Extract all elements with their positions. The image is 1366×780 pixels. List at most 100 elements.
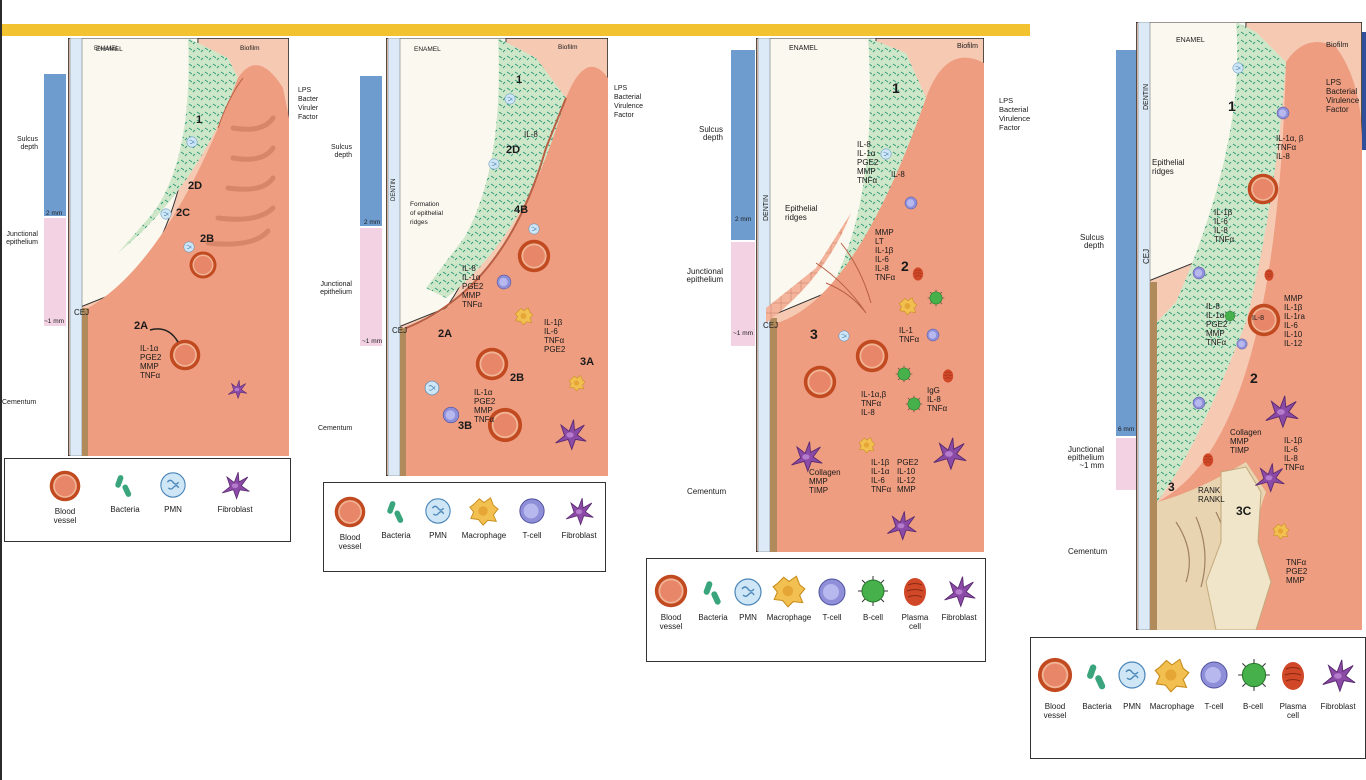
legend-macrophage: Macrophage	[458, 495, 510, 540]
mark-1: 1	[196, 114, 203, 126]
panel3-drawing	[756, 38, 984, 552]
cytokine-group-h: PGE2 IL-10 IL-12 MMP	[897, 458, 919, 494]
junctional-label: Junctional epithelium	[6, 231, 38, 246]
legend-plasma-cell: Plasma cell	[1275, 658, 1311, 720]
ruler-junctional	[360, 228, 382, 346]
panel-gingivitis: 2 mm ~1 mm Sulcus depth Junctional epith…	[310, 36, 643, 576]
biofilm-label: Biofilm	[957, 43, 979, 50]
legend-macrophage: Macrophage	[763, 573, 815, 622]
mm-1: ~1 mm	[44, 318, 65, 325]
mark-3: 3	[810, 326, 818, 342]
cementum-label: Cementum	[1068, 547, 1108, 556]
panel1-drawing: ENAMEL	[68, 38, 289, 456]
legend-bacteria: Bacteria	[376, 499, 416, 540]
cytokine-group-e: Collagen MMP TIMP	[1230, 428, 1262, 455]
mark-2a: 2A	[134, 320, 149, 332]
cej-label: CEJ	[763, 321, 779, 330]
panel1-cytokines: IL-1α PGE2 MMP TNFα	[140, 344, 162, 380]
legend-panel3: Blood vessel Bacteria PMN Macrophage T-c…	[646, 558, 986, 662]
mark-2b: 2B	[200, 233, 215, 245]
legend-blood-vessel: Blood vessel	[1035, 656, 1075, 720]
mark-2a: 2A	[438, 328, 453, 340]
sulcus-depth-label: Sulcus depth	[330, 144, 352, 159]
legend-tcell: T-cell	[514, 497, 550, 540]
cytokine-group-h: TNFα PGE2 MMP	[1286, 558, 1308, 585]
right-edge-accent	[1360, 32, 1366, 150]
mark-3: 3	[1168, 480, 1175, 494]
biofilm-label: Biofilm	[1326, 40, 1349, 49]
cementum-label: Cementum	[2, 399, 37, 406]
cej-label: CEJ	[1142, 248, 1151, 264]
biofilm-label: Biofilm	[240, 45, 260, 52]
lps-label: LPS Bacterial Virulence Factor	[1326, 78, 1360, 114]
legend-blood-vessel: Blood vessel	[330, 495, 370, 551]
legend-fibroblast: Fibroblast	[937, 573, 981, 622]
legend-tcell: T-cell	[1197, 660, 1231, 711]
mm-6: 6 mm	[1118, 426, 1135, 433]
cytokine-group-c: IL-1α PGE2 MMP TNFα	[474, 388, 496, 424]
cytokine-group-b: MMP LT IL-1β IL-6 IL-8 TNFα	[875, 228, 896, 282]
junctional-label: Junctional epithelium	[686, 267, 723, 284]
junctional-label: Junctional epithelium	[320, 281, 352, 296]
ruler-sulcus	[731, 50, 755, 240]
cej-label: CEJ	[392, 326, 408, 335]
mark-3c: 3C	[1236, 504, 1252, 518]
mark-1: 1	[892, 80, 900, 96]
legend-fibroblast: Fibroblast	[556, 495, 602, 540]
dentin-label: DENTIN	[763, 194, 770, 221]
epithelial-ridges-label: Epithelial ridges	[1152, 158, 1185, 176]
cytokine-group-b: IL-1β IL-6 TNFα PGE2	[544, 318, 566, 354]
cytokine-group-a: IL-8 IL-1α PGE2 MMP TNFα	[462, 264, 484, 309]
mm-2: 2 mm	[46, 210, 63, 217]
cementum-label: Cementum	[687, 487, 727, 496]
cytokine-group-g: RANK RANKL	[1198, 486, 1225, 504]
ruler-sulcus	[1116, 50, 1136, 436]
cytokine-il8: IL-8	[891, 170, 905, 179]
enamel-label: ENAMEL	[414, 46, 441, 53]
panel-established-lesion: 2 mm ~1 mm Sulcus depth Junctional epith…	[645, 36, 1030, 666]
legend-bacteria: Bacteria	[105, 473, 145, 514]
enamel-label: ENAMEL	[1176, 37, 1205, 44]
panel-advanced-lesion: 6 mm Sulcus depth Junctional epithelium …	[1040, 18, 1366, 778]
cytokine-group-f: IL-1β IL-6 IL-8 TNFα	[1284, 436, 1305, 472]
lps-label: LPS Bacterial Virulence Factor	[999, 96, 1031, 132]
lps-label: LPS Bacterial Virulence Factor	[614, 85, 644, 119]
legend-panel4: Blood vessel Bacteria PMN Macrophage T-c…	[1030, 637, 1366, 759]
ruler-junctional	[44, 218, 66, 326]
mark-2d: 2D	[188, 180, 203, 192]
left-edge-line	[0, 0, 2, 780]
sulcus-depth-label: Sulcus depth	[1079, 233, 1104, 250]
svg-text:ENAMEL: ENAMEL	[94, 46, 119, 52]
enamel-label: ENAMEL	[789, 45, 818, 52]
epithelial-ridges-label: Epithelial ridges	[785, 204, 818, 222]
mark-3b: 3B	[458, 420, 473, 432]
formation-ridges-label: Formation of epithelial ridges	[410, 201, 443, 226]
mm-2: 2 mm	[735, 216, 752, 223]
mark-2: 2	[1250, 370, 1258, 386]
cytokine-group-c: IL-1 TNFα	[899, 326, 920, 344]
cej-label: CEJ	[74, 308, 90, 317]
sulcus-depth-label: Sulcus depth	[698, 125, 723, 142]
mm-2: 2 mm	[364, 219, 381, 226]
panel2-drawing	[386, 38, 608, 476]
legend-bacteria: Bacteria	[693, 579, 733, 622]
sulcus-depth-label: Sulcus depth	[16, 136, 38, 151]
cytokine-group-b: IL-1β IL-6 IL-8 TNFα	[1214, 208, 1235, 244]
cytokine-group-a: IL-8 IL-1α PGE2 MMP TNFα	[857, 140, 879, 185]
cytokine-group-e: IgG IL-8 TNFα	[927, 386, 948, 413]
legend-pmn: PMN	[153, 471, 193, 514]
ruler-sulcus	[44, 74, 66, 216]
mark-2: 2	[901, 258, 909, 274]
legend-bacteria: Bacteria	[1077, 662, 1117, 711]
panel-healthy: 2 mm ~1 mm Sulcus depth Junctional epith…	[0, 36, 318, 546]
cytokine-group-a: IL-1α, β TNFα IL-8	[1276, 134, 1304, 161]
legend-blood-vessel: Blood vessel	[651, 573, 691, 631]
mm-1: ~1 mm	[733, 330, 754, 337]
legend-pmn: PMN	[420, 497, 456, 540]
cytokine-group-f: Collagen MMP TIMP	[809, 468, 841, 495]
mark-1: 1	[516, 74, 523, 86]
dentin-label: DENTIN	[391, 178, 397, 201]
legend-pmn: PMN	[1117, 660, 1147, 711]
mark-2b: 2B	[510, 372, 525, 384]
mark-4b: 4B	[514, 204, 529, 216]
